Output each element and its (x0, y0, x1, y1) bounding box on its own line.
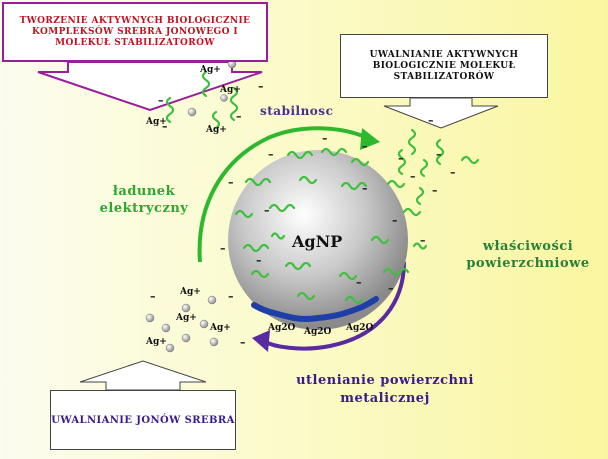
box-stabilizer-release: UWALNIANIE AKTYWNYCH BIOLOGICZNIE MOLEKU… (340, 34, 548, 98)
minus-sign: – (228, 290, 234, 303)
stabilnosc-arrowhead (360, 128, 380, 150)
minus-sign: – (356, 276, 362, 289)
silver-ion-balls (145, 59, 237, 353)
minus-sign: – (432, 184, 438, 197)
minus-sign: – (428, 114, 434, 127)
box-complex-formation: TWORZENIE AKTYWNYCH BIOLOGICZNIE KOMPLEK… (2, 2, 268, 62)
label-agnp: AgNP (292, 232, 343, 251)
agnp-sphere (228, 150, 408, 330)
minus-sign: – (264, 204, 270, 217)
ag-ion-label: Ag+ (145, 337, 167, 347)
ag2o-label: Ag2O (345, 323, 374, 333)
minus-sign: – (362, 182, 368, 195)
label-surface-oxidation: utlenianie powierzchni metalicznej (296, 373, 474, 406)
minus-sign: – (228, 176, 234, 189)
ion-labels: Ag+ Ag+ Ag+ Ag+ Ag+ Ag+ Ag+ Ag+ Ag2O Ag2… (145, 65, 374, 347)
ag-ion-label: Ag+ (145, 117, 167, 127)
ag2o-oxide-layer (251, 296, 379, 322)
ag-ion-label: Ag+ (219, 85, 241, 95)
box-stabilizer-release-text: UWALNIANIE AKTYWNYCH BIOLOGICZNIE MOLEKU… (369, 49, 519, 82)
arrow-from-top-right-box (383, 97, 499, 129)
minus-sign: – (240, 336, 246, 349)
released-stabilizer-molecules (397, 128, 480, 206)
minus-sign: – (258, 80, 264, 93)
minus-sign: – (410, 170, 416, 183)
negative-charge-marks: – – – – – – – – – – – – – – – – – – – – … (150, 80, 456, 349)
box-ion-release-text: UWALNIANIE JONÓW SREBRA (51, 414, 235, 426)
minus-sign: – (420, 234, 426, 247)
label-surface-properties: właściwości powierzchniowe (466, 239, 590, 271)
minus-sign: – (450, 166, 456, 179)
ag-ion-label: Ag+ (179, 287, 201, 297)
minus-sign: – (322, 132, 328, 145)
minus-sign: – (220, 242, 226, 255)
utlenianie-arrowhead (252, 330, 270, 352)
minus-sign: – (236, 110, 242, 123)
minus-sign: – (158, 94, 164, 107)
label-stability: stabilnosc (260, 104, 334, 118)
ag-ion-label: Ag+ (175, 313, 197, 323)
minus-sign: – (398, 152, 404, 165)
ag-ion-label: Ag+ (199, 65, 221, 75)
minus-sign: – (362, 140, 368, 153)
stabilizer-molecules-on-sphere (234, 147, 428, 305)
minus-sign: – (256, 254, 262, 267)
minus-sign: – (150, 290, 156, 303)
ag-ion-label: Ag+ (209, 323, 231, 333)
label-electric-charge: ładunek elektryczny (99, 184, 189, 216)
ag2o-label: Ag2O (303, 327, 332, 337)
complex-molecules (165, 70, 239, 130)
minus-sign: – (388, 282, 394, 295)
utlenianie-arrow (264, 261, 406, 351)
ag2o-label: Ag2O (267, 323, 296, 333)
box-ion-release: UWALNIANIE JONÓW SREBRA (50, 390, 236, 450)
ag-ion-label: Ag+ (205, 125, 227, 135)
minus-sign: – (392, 214, 398, 227)
minus-sign: – (436, 148, 442, 161)
arrow-to-bottom-left-box (79, 360, 207, 391)
stabilnosc-arrow (197, 126, 369, 263)
box-complex-formation-text: TWORZENIE AKTYWNYCH BIOLOGICZNIE KOMPLEK… (19, 15, 251, 48)
minus-sign: – (162, 120, 168, 133)
minus-sign: – (268, 148, 274, 161)
